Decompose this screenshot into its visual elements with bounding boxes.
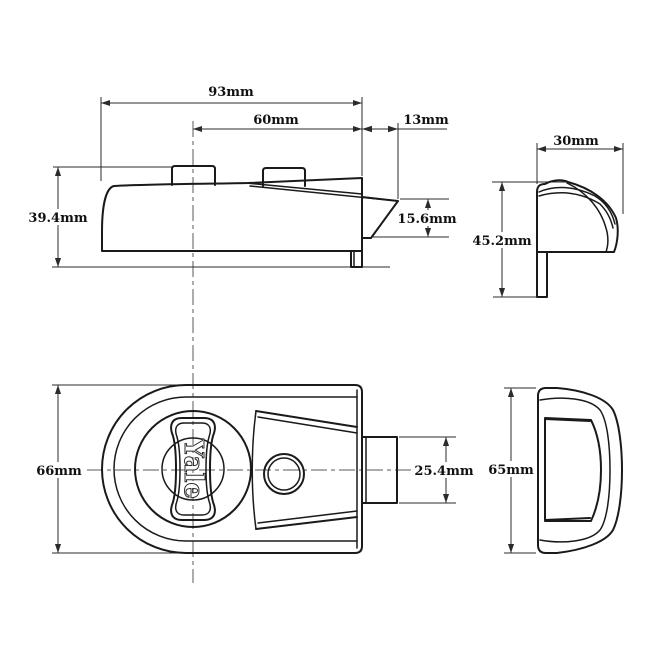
dim-label-30mm: 30mm — [553, 134, 599, 149]
faceplate-panel — [544, 417, 602, 522]
centerlines — [87, 121, 414, 583]
cylinder-button-outer — [263, 453, 305, 495]
thumbturn-inner-line — [174, 422, 212, 516]
dim-label-45.2mm: 45.2mm — [472, 234, 531, 249]
screw-boss-1 — [171, 165, 216, 186]
dim-label-60mm: 60mm — [253, 113, 299, 128]
yale-logo-text: Yale — [178, 438, 208, 499]
side-view — [101, 165, 399, 268]
end-cap-inner-curve — [566, 182, 609, 253]
dim-label-25.4mm: 25.4mm — [414, 464, 473, 479]
lock-body-side — [101, 177, 363, 252]
case-seam-line-1 — [245, 182, 363, 195]
end-cap-outline — [536, 179, 619, 253]
rose-circle — [134, 410, 252, 528]
dim-label-65mm: 65mm — [488, 463, 534, 478]
end-cap-inner-line-1 — [538, 186, 616, 225]
profile-view — [537, 387, 623, 554]
mounting-foot — [350, 250, 363, 268]
case-panel-bottom-edge — [255, 516, 358, 530]
thumbturn — [170, 417, 216, 521]
end-cap-inner-line-2 — [538, 191, 614, 229]
dim-label-15.6mm: 15.6mm — [397, 212, 456, 227]
latch-bolt — [361, 196, 399, 239]
body-chamfer-line — [113, 396, 358, 542]
rose-inner-circle — [161, 437, 225, 501]
dimension-labels: 93mm 60mm 13mm 39.4mm 15.6mm 30mm 45.2mm… — [28, 85, 599, 479]
lock-body-plan — [101, 384, 363, 554]
profile-inner-line — [539, 397, 611, 543]
case-panel-left-edge — [251, 410, 257, 530]
cylinder-button-inner — [267, 457, 301, 491]
end-view-tail — [536, 251, 548, 298]
dim-label-39.4mm: 39.4mm — [28, 211, 87, 226]
side-view-dimensions — [52, 97, 449, 268]
case-panel-top-edge — [255, 410, 358, 428]
dim-label-13mm: 13mm — [403, 113, 449, 128]
case-panel-top-inner — [257, 416, 358, 434]
end-view — [536, 179, 619, 298]
faceplate-top-edge — [544, 418, 591, 422]
cylinder-housing — [361, 436, 398, 504]
profile-outline — [537, 387, 623, 554]
faceplate-bottom-edge — [544, 517, 591, 521]
dim-label-93mm: 93mm — [208, 85, 254, 100]
screw-boss-2 — [262, 167, 306, 187]
case-panel-bottom-inner — [257, 510, 358, 524]
plan-view-dimensions — [52, 384, 456, 554]
dim-label-66mm: 66mm — [36, 464, 82, 479]
plan-view: Yale — [101, 384, 398, 554]
